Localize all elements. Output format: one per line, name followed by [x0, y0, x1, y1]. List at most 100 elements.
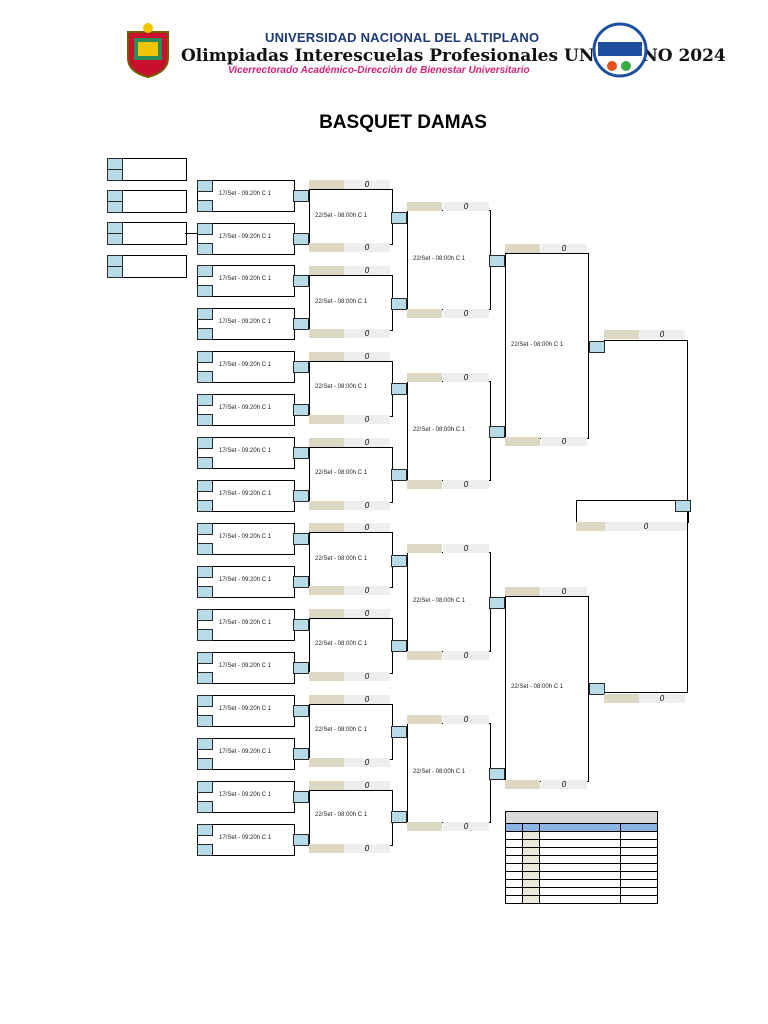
- score-value: 0: [443, 822, 489, 831]
- match-schedule: 22/Set - 08:00h C 1: [315, 727, 368, 733]
- score-value: 0: [344, 844, 390, 853]
- final-bracket-line: [687, 340, 688, 693]
- winner-box: [589, 341, 605, 353]
- winner-box: [293, 705, 309, 717]
- score-value: 0: [344, 672, 390, 681]
- score-value: 0: [344, 758, 390, 767]
- winner-box: [589, 683, 605, 695]
- score-value: 0: [344, 501, 390, 510]
- table-title-row: [505, 811, 658, 824]
- winner-box: [293, 533, 309, 545]
- seed-box: [197, 695, 213, 707]
- match-schedule: 17/Set - 09:20h C 1: [219, 362, 272, 368]
- seed-box: [197, 586, 213, 598]
- match-schedule: 17/Set - 09:20h C 1: [219, 534, 272, 540]
- winner-box: [293, 791, 309, 803]
- winner-box: [489, 255, 505, 267]
- score-value: 0: [443, 480, 489, 489]
- match-schedule: 22/Set - 08:00h C 1: [413, 769, 466, 775]
- score-tan: [309, 266, 344, 275]
- page-title: BASQUET DAMAS: [319, 112, 487, 133]
- seed-box: [197, 223, 213, 235]
- score-tan: [604, 694, 639, 703]
- score-tan: [309, 523, 344, 532]
- table-row: [505, 847, 658, 856]
- score-value: 0: [443, 202, 489, 211]
- seed-box: [197, 738, 213, 750]
- table-row: [505, 871, 658, 880]
- score-value: 0: [443, 373, 489, 382]
- winner-box: [293, 190, 309, 202]
- seed-box: [197, 566, 213, 578]
- seed-box: [197, 523, 213, 535]
- winner-box: [293, 361, 309, 373]
- match-schedule: 17/Set - 09:20h C 1: [219, 749, 272, 755]
- match-schedule: 17/Set - 09:20h C 1: [219, 577, 272, 583]
- winner-box: [391, 469, 407, 481]
- match-schedule: 17/Set - 09:20h C 1: [219, 191, 272, 197]
- score-tan: [505, 780, 540, 789]
- score-tan: [576, 522, 605, 531]
- score-tan: [309, 781, 344, 790]
- score-value: 0: [344, 438, 390, 447]
- seed-box: [197, 308, 213, 320]
- winner-box: [293, 275, 309, 287]
- table-row: [505, 879, 658, 888]
- score-value: 0: [541, 437, 587, 446]
- score-value: 0: [344, 586, 390, 595]
- winner-box: [293, 490, 309, 502]
- winner-box: [293, 619, 309, 631]
- match-schedule: 22/Set - 08:00h C 1: [315, 384, 368, 390]
- event-subtitle: Vicerrectorado Académico-Dirección de Bi…: [228, 65, 530, 76]
- seed-box: [197, 371, 213, 383]
- table-row: [505, 855, 658, 864]
- seed-box: [197, 437, 213, 449]
- score-value: 0: [344, 180, 390, 189]
- match-schedule: 22/Set - 08:00h C 1: [511, 684, 564, 690]
- university-name: UNIVERSIDAD NACIONAL DEL ALTIPLANO: [265, 30, 540, 45]
- score-tan: [407, 373, 442, 382]
- match-schedule: 22/Set - 08:00h C 1: [413, 598, 466, 604]
- score-value: 0: [344, 781, 390, 790]
- score-tan: [309, 609, 344, 618]
- score-value: 0: [344, 329, 390, 338]
- sports-promotion-logo-icon: [592, 22, 648, 78]
- score-tan: [309, 844, 344, 853]
- score-tan: [309, 758, 344, 767]
- score-tan: [309, 329, 344, 338]
- seed-box: [107, 169, 123, 181]
- score-tan: [309, 586, 344, 595]
- score-tan: [309, 501, 344, 510]
- seed-box: [197, 609, 213, 621]
- score-tan: [407, 309, 442, 318]
- seed-box: [197, 844, 213, 856]
- seed-box: [197, 265, 213, 277]
- winner-box: [293, 233, 309, 245]
- university-crest-icon: [127, 23, 169, 78]
- event-name: Olimpiadas Interescuelas Profesionales U…: [181, 46, 726, 66]
- score-value: 0: [443, 651, 489, 660]
- table-header-row: [505, 823, 658, 832]
- seed-box: [197, 394, 213, 406]
- seed-box: [197, 715, 213, 727]
- seed-box: [107, 201, 123, 213]
- match-schedule: 17/Set - 09:20h C 1: [219, 405, 272, 411]
- seed-box: [197, 200, 213, 212]
- champion-seed-box: [675, 500, 691, 512]
- seed-box: [197, 543, 213, 555]
- match-schedule: 17/Set - 09:20h C 1: [219, 319, 272, 325]
- score-tan: [309, 415, 344, 424]
- score-tan: [505, 587, 540, 596]
- match-schedule: 22/Set - 08:00h C 1: [315, 556, 368, 562]
- winner-box: [489, 768, 505, 780]
- table-row: [505, 895, 658, 904]
- score-tan: [505, 244, 540, 253]
- seed-box: [197, 629, 213, 641]
- score-tan: [407, 544, 442, 553]
- winner-box: [489, 597, 505, 609]
- match-schedule: 17/Set - 09:20h C 1: [219, 792, 272, 798]
- winner-box: [391, 811, 407, 823]
- score-tan: [309, 438, 344, 447]
- winner-box: [391, 555, 407, 567]
- winner-box: [293, 318, 309, 330]
